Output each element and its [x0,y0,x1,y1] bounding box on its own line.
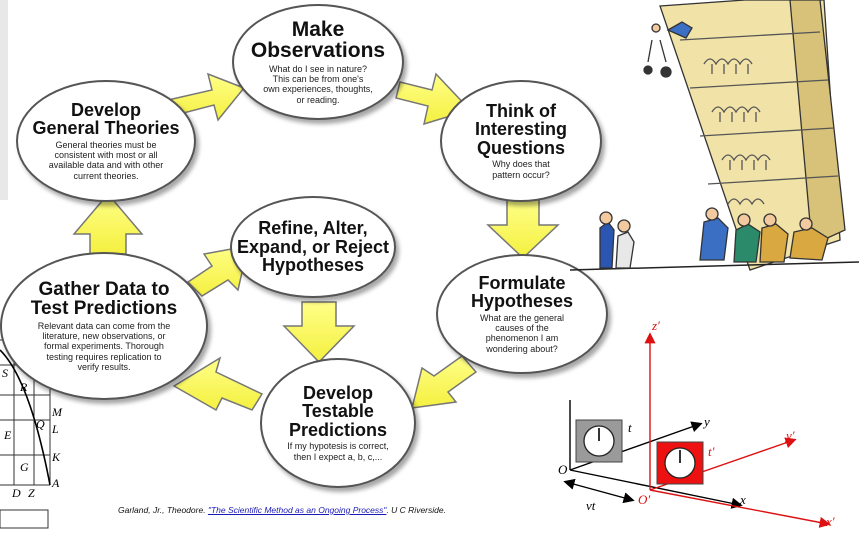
geo-label-z: Z [28,486,35,500]
arrow-questions-to-hypotheses [486,198,560,260]
axis-label-z-prime: z′ [652,318,660,333]
arrow-hypotheses-to-predictions [411,354,478,409]
origin-label-o-prime: O′ [638,492,651,507]
node-title-line: Make [291,17,345,41]
geo-label-s: S [2,366,8,380]
geo-label-e: E [4,428,12,442]
node-title-line: General Theories [32,118,180,139]
node-desc-line: wondering about? [486,343,558,354]
clock-label-t-prime: t′ [708,444,715,459]
node-title-line: Observations [250,39,386,63]
geo-label-l: L [52,422,59,436]
arrow-gather-to-theories [72,192,144,255]
node-desc-line: Why does that [492,159,550,170]
node-title-line: Test Predictions [30,298,178,320]
node-desc-line: What are the general [479,312,565,323]
axis-label-x-prime: x′ [826,514,835,529]
node-title-line: Gather Data to [38,278,170,300]
node-title-line: Develop [302,383,374,404]
node-desc-line: verify results. [77,361,131,372]
node-desc-line: then I expect a, b, c,... [293,451,383,462]
axis-label-y-prime: y′ [786,428,795,443]
node-desc-line: current theories. [73,170,139,181]
geo-label-k: K [52,450,61,464]
node-title-line: Predictions [288,419,388,440]
node-desc-line: literature, new observations, or [42,330,166,341]
geo-label-g: G [20,460,29,474]
credit-tail: . U C Riverside. [386,505,446,515]
credit-line: Garland, Jr., Theodore. "The Scientific … [118,505,446,515]
displacement-label-vt: vt [586,498,596,513]
geo-label-a: A [52,476,60,490]
credit-link[interactable]: "The Scientific Method as an Ongoing Pro… [207,505,387,515]
node-desc-line: Relevant data can come from the [37,320,171,331]
node-title-line: Refine, Alter, [258,218,368,239]
axis-label-y: y [704,414,710,429]
node-title-line: Develop [70,99,142,120]
node-title-line: Think of [485,101,556,122]
node-desc-line: This can be from one's [272,74,364,85]
geo-label-m: M [52,405,62,419]
geo-label-d: D [12,486,21,500]
node-title-line: Testable [302,401,374,422]
geo-label-q: Q [36,417,45,431]
node-desc-line: General theories must be [55,139,157,150]
credit-author: Garland, Jr., Theodore. [118,505,208,515]
node-title-line: Questions [476,137,565,158]
node-title-line: Formulate [478,272,566,293]
arrow-refine-to-predictions [282,301,356,364]
node-desc-line: formal experiments. Thorough [44,341,164,352]
node-desc-line: testing requires replication to [46,351,162,362]
clock-label-t: t [628,420,632,435]
node-desc-line: phenomenon I am [485,333,559,344]
node-desc-line: own experiences, thoughts, [263,84,373,95]
node-desc-line: consistent with most or all [54,150,158,161]
node-desc-line: or reading. [296,94,340,105]
geo-label-r: R [20,380,28,394]
node-title-line: Hypotheses [470,291,574,312]
node-title-line: Expand, or Reject [236,236,390,257]
arrow-predictions-to-gather [172,356,264,412]
node-desc-line: What do I see in nature? [268,63,368,74]
axis-label-x: x [740,492,746,507]
node-title-line: Hypotheses [261,255,365,276]
node-desc-line: causes of the [495,323,549,334]
node-desc-line: available data and with other [48,160,164,171]
node-desc-line: pattern occur? [492,169,550,180]
origin-label-o: O [558,462,568,477]
node-desc-line: If my hypotesis is correct, [287,441,389,452]
node-title-line: Interesting [474,119,567,140]
